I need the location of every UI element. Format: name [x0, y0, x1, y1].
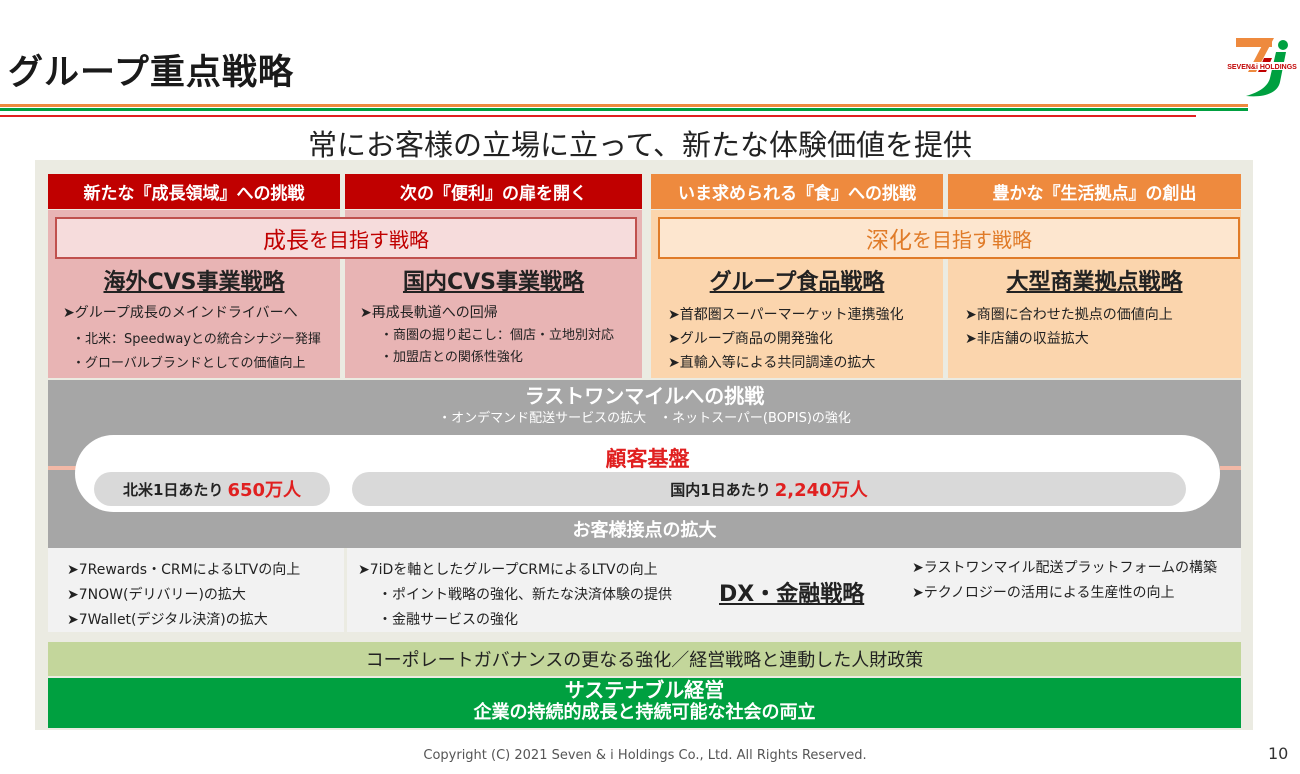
- jp-value: 2,240万人: [774, 480, 868, 501]
- column-header-convenience: 次の『便利』の扉を開く: [345, 174, 642, 209]
- growth-aim-label: を目指す戦略: [309, 227, 429, 252]
- na-label: 北米1日あたり: [122, 480, 224, 499]
- copyright-notice: Copyright (C) 2021 Seven & i Holdings Co…: [423, 748, 867, 763]
- customer-base-title: 顧客基盤: [605, 447, 690, 471]
- na-value: 650万人: [227, 480, 302, 501]
- list-item: ➤7iDを軸としたグループCRMによるLTVの向上: [358, 562, 658, 578]
- list-item: ➤7Rewards・CRMによるLTVの向上: [67, 562, 301, 578]
- strategy-title-food: グループ食品戦略: [709, 270, 885, 295]
- contact-expansion-title: お客様接点の拡大: [572, 520, 717, 541]
- seven-i-logo: SEVEN&i HOLDINGS: [1226, 38, 1298, 97]
- last-mile-subtitle: ・オンデマンド配送サービスの拡大 ・ネットスーパー(BOPIS)の強化: [438, 411, 851, 426]
- column-header-food: いま求められる『食』への挑戦: [651, 174, 943, 209]
- divider-right: [1220, 466, 1241, 470]
- list-item: ・ポイント戦略の強化、新たな決済体験の提供: [378, 587, 672, 603]
- sustainability-bar: サステナブル経営 企業の持続的成長と持続可能な社会の両立: [48, 678, 1241, 728]
- strategy-title-domestic-cvs: 国内CVS事業戦略: [402, 270, 585, 295]
- list-item: ➤首都圏スーパーマーケット連携強化: [668, 307, 904, 323]
- red-stripe: [0, 115, 1196, 117]
- list-item: ➤直輸入等による共同調達の拡大: [668, 355, 876, 371]
- column-header-living-base: 豊かな『生活拠点』の創出: [948, 174, 1241, 209]
- deepen-aim-keyword: 深化: [866, 228, 912, 254]
- deepen-aim-label: を目指す戦略: [912, 227, 1032, 252]
- growth-strategy-box: 成長を目指す戦略: [55, 217, 637, 259]
- list-item: ➤グループ商品の開発強化: [668, 331, 833, 347]
- list-item: ➤テクノロジーの活用による生産性の向上: [912, 585, 1175, 601]
- list-item: ➤商圏に合わせた拠点の価値向上: [965, 307, 1173, 323]
- orange-stripe: [0, 104, 1248, 107]
- slide-subtitle: 常にお客様の立場に立って、新たな体験価値を提供: [307, 128, 973, 162]
- governance-bar: コーポレートガバナンスの更なる強化／経営戦略と連動した人財政策: [48, 642, 1241, 676]
- list-item: ・北米：Speedwayとの統合シナジー発揮: [72, 332, 321, 347]
- dx-panel-right: [347, 548, 1241, 632]
- list-item: ・商圏の掘り起こし：個店・立地別対応: [380, 328, 615, 343]
- page-number: 10: [1268, 744, 1289, 763]
- logo-text: SEVEN&i HOLDINGS: [1227, 64, 1297, 71]
- strategy-title-commercial: 大型商業拠点戦略: [1006, 270, 1183, 295]
- list-item: ➤7Wallet(デジタル決済)の拡大: [67, 612, 268, 628]
- list-item: ➤非店舗の収益拡大: [965, 331, 1089, 347]
- sustainability-title: サステナブル経営: [564, 678, 725, 702]
- deepen-strategy-box: 深化を目指す戦略: [658, 217, 1240, 259]
- dx-finance-title: DX・金融戦略: [719, 582, 865, 607]
- divider-left: [48, 466, 78, 470]
- growth-aim-keyword: 成長: [263, 228, 309, 254]
- last-mile-title: ラストワンマイルへの挑戦: [524, 384, 765, 408]
- strategy-title-overseas-cvs: 海外CVS事業戦略: [103, 270, 285, 295]
- list-item: ➤ラストワンマイル配送プラットフォームの構築: [912, 560, 1218, 576]
- jp-label: 国内1日あたり: [670, 480, 771, 499]
- column-header-growth-area: 新たな『成長領域』への挑戦: [48, 174, 340, 209]
- list-item: ・加盟店との関係性強化: [380, 350, 523, 365]
- list-item: ➤グループ成長のメインドライバーへ: [63, 305, 298, 321]
- page-title: グループ重点戦略: [8, 53, 294, 93]
- list-item: ➤再成長軌道への回帰: [360, 305, 498, 321]
- list-item: ・金融サービスの強化: [378, 612, 518, 628]
- list-item: ➤7NOW(デリバリー)の拡大: [67, 587, 246, 603]
- sustainability-subtitle: 企業の持続的成長と持続可能な社会の両立: [473, 702, 816, 723]
- dx-panel-left: [48, 548, 344, 632]
- green-stripe: [0, 108, 1248, 111]
- list-item: ・グローバルブランドとしての価値向上: [72, 356, 306, 371]
